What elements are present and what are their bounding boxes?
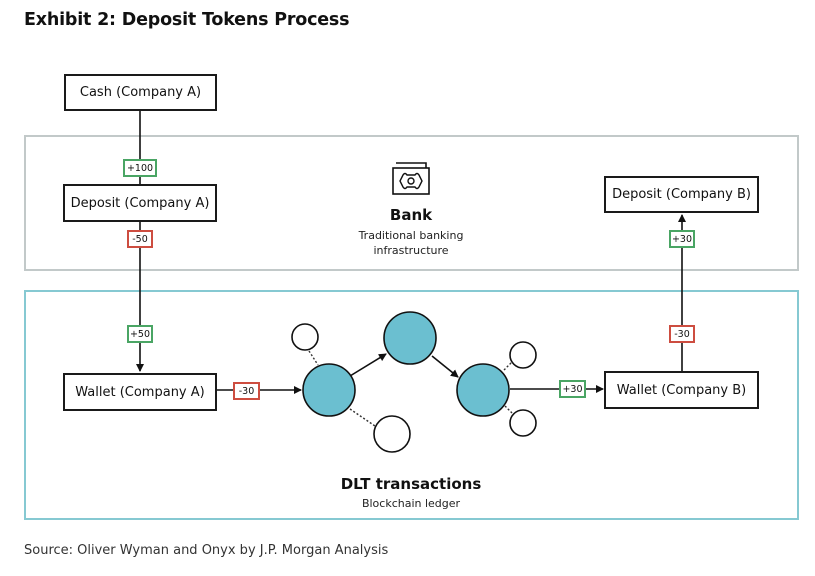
dotted-link (349, 408, 376, 427)
deposit-company-a-box: Deposit (Company A) (63, 184, 217, 222)
dlt-title: DLT transactions (340, 475, 482, 493)
dotted-link (503, 361, 513, 371)
banknote-icon (392, 162, 430, 195)
dlt-subtitle: Blockchain ledger (361, 497, 461, 510)
ledger-node-2 (383, 311, 437, 365)
bank-area (24, 135, 799, 271)
node-label: Wallet (Company B) (616, 382, 747, 398)
bank-title: Bank (389, 206, 433, 224)
badge-minus-50: -50 (127, 230, 153, 248)
ledger-peer-node (373, 415, 411, 453)
cash-company-a-box: Cash (Company A) (64, 74, 217, 111)
wallet-company-b-box: Wallet (Company B) (604, 371, 759, 409)
badge-plus-30-b-deposit: +30 (669, 230, 695, 248)
source-note: Source: Oliver Wyman and Onyx by J.P. Mo… (24, 543, 389, 558)
ledger-peer-node (291, 323, 319, 351)
node-label: Wallet (Company A) (75, 384, 205, 400)
ledger-peer-node (509, 409, 537, 437)
dlt-area (24, 290, 799, 520)
node-label: Deposit (Company B) (612, 187, 751, 202)
node-label: Deposit (Company A) (70, 195, 210, 211)
badge-plus-30-b-wallet: +30 (559, 380, 586, 398)
ledger-node-3 (456, 363, 510, 417)
ledger-peer-node (509, 341, 537, 369)
connector-ledger-1-2 (349, 353, 387, 377)
dotted-link (504, 405, 513, 414)
dotted-link (308, 350, 319, 366)
bank-subtitle-line1: Traditional banking (358, 229, 464, 242)
exhibit-title: Exhibit 2: Deposit Tokens Process (24, 10, 350, 30)
bank-subtitle-line2: infrastructure (373, 244, 449, 257)
connector-ledger-2-3 (431, 355, 459, 378)
wallet-company-a-box: Wallet (Company A) (63, 373, 217, 411)
badge-plus-50: +50 (127, 325, 153, 343)
badge-minus-30-b: -30 (669, 325, 695, 343)
deposit-company-b-box: Deposit (Company B) (604, 176, 759, 213)
node-label: Cash (Company A) (79, 85, 202, 100)
badge-minus-30-a: -30 (233, 382, 260, 400)
ledger-node-1 (302, 363, 356, 417)
badge-plus-100: +100 (123, 159, 157, 177)
